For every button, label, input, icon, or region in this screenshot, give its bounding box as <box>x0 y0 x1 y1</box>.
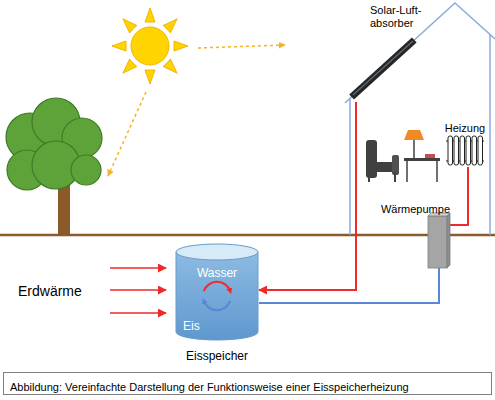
text-slot: Eis <box>183 315 213 334</box>
living-room <box>394 172 396 182</box>
tree <box>6 98 102 235</box>
tree <box>71 155 101 185</box>
pipe-connector <box>450 167 468 225</box>
ground-line <box>0 234 495 237</box>
living-room <box>404 130 424 140</box>
house-outline <box>345 3 495 103</box>
sun <box>112 41 126 51</box>
storage-cylinder <box>204 282 230 291</box>
solar-air-absorber: Solar-Luft- absorber <box>345 4 445 102</box>
living-room <box>366 130 440 182</box>
text-slot: Abbildung: Vereinfachte Darstellung der … <box>10 376 485 395</box>
heat-arrow <box>110 289 166 290</box>
radiator-symbol <box>460 136 465 165</box>
text-slot: Wasser <box>175 262 259 281</box>
heat-pump-box <box>428 216 447 268</box>
text-slot: Heizung <box>442 117 488 136</box>
storage-cylinder <box>175 244 259 362</box>
sun <box>163 59 180 76</box>
heat-pump-box <box>447 213 450 268</box>
house-outline <box>489 35 491 235</box>
radiator-symbol <box>446 136 484 165</box>
living-room <box>368 172 370 182</box>
storage-cylinder <box>176 252 258 340</box>
sun <box>174 41 188 51</box>
caption-box: Abbildung: Vereinfachte Darstellung der … <box>3 372 492 395</box>
house-outline <box>345 3 495 235</box>
living-room <box>425 154 435 158</box>
radiator-symbol <box>472 136 477 165</box>
radiator-symbol <box>466 136 471 165</box>
sunlight-arrow <box>198 45 285 48</box>
pipe-connector <box>259 268 439 303</box>
radiator-symbol <box>478 136 483 165</box>
sunlight-arrow <box>108 45 285 176</box>
sun <box>120 59 137 76</box>
node-label: Eisspeicher <box>186 349 248 363</box>
figure-caption: Abbildung: Vereinfachte Darstellung der … <box>10 381 409 394</box>
ice-storage: WasserEisEisspeicher <box>175 244 259 362</box>
heat-pump: Wärmepumpe <box>380 198 450 268</box>
sun <box>112 8 188 84</box>
heat-arrow <box>110 312 166 313</box>
absorber-panel <box>352 40 415 97</box>
sun <box>120 16 137 33</box>
heat-arrow <box>110 268 166 313</box>
node-label: Heizung <box>445 122 485 135</box>
tree <box>6 98 102 190</box>
node-label: Wärmepumpe <box>381 203 450 216</box>
storage-cylinder <box>204 301 230 310</box>
living-room <box>436 161 438 182</box>
house-outline <box>349 99 351 236</box>
sunlight-arrow <box>108 92 146 176</box>
living-room <box>404 158 440 161</box>
text-slot: Erdwärme <box>18 281 98 300</box>
text-slot: Solar-Luft- absorber <box>370 4 432 31</box>
text-slot: Eisspeicher <box>163 345 271 364</box>
heater: Heizung <box>442 117 488 167</box>
heat-arrow <box>110 267 166 268</box>
sun <box>112 8 188 84</box>
living-room <box>366 140 377 178</box>
region-label: Erdwärme <box>18 283 82 300</box>
radiator-symbol <box>454 136 459 165</box>
sun <box>145 8 155 22</box>
absorber-panel <box>353 41 413 95</box>
node-label: Solar-Luft- absorber <box>370 4 432 30</box>
living-room <box>413 139 415 158</box>
node-label: Wasser <box>197 266 237 280</box>
sun <box>163 16 180 33</box>
sun <box>131 27 169 65</box>
sun <box>145 70 155 84</box>
living-room <box>406 161 408 182</box>
storage-cylinder <box>176 244 258 260</box>
pipe-connector <box>259 102 356 290</box>
radiator-symbol <box>448 136 453 165</box>
text-slot: Wärmepumpe <box>380 198 450 217</box>
node-label: Eis <box>183 319 200 333</box>
